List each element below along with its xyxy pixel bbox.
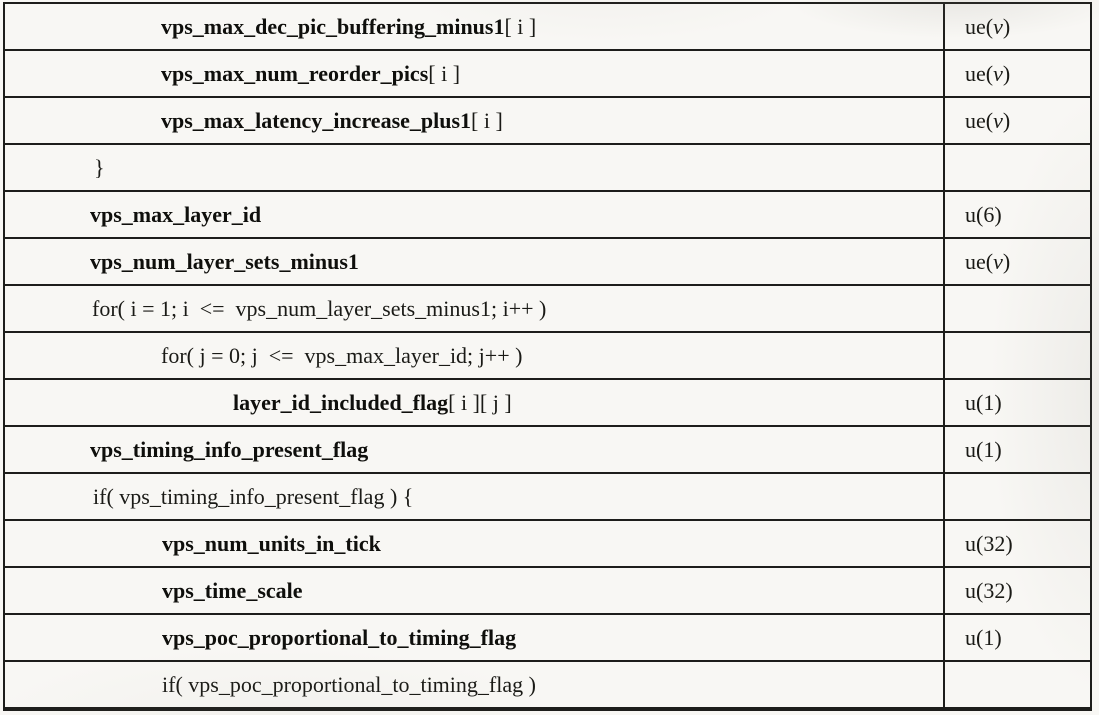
descriptor-cell: u(32): [943, 519, 1092, 568]
syntax-text: vps_time_scale: [162, 578, 303, 603]
syntax-text: vps_max_dec_pic_buffering_minus1[ i ]: [161, 14, 537, 39]
syntax-text: for( j = 0; j <= vps_max_layer_id; j++ ): [161, 343, 523, 368]
table-row: }: [3, 143, 1092, 192]
table-row: layer_id_included_flag[ i ][ j ] u(1): [3, 378, 1092, 427]
table-row: vps_max_dec_pic_buffering_minus1[ i ] ue(…: [3, 2, 1092, 51]
syntax-text: }: [94, 155, 105, 180]
syntax-text: vps_max_latency_increase_plus1[ i ]: [161, 108, 503, 133]
syntax-text: vps_timing_info_present_flag: [90, 437, 369, 462]
table-row: if( vps_poc_proportional_to_timing_flag …: [3, 660, 1092, 711]
syntax-cell: vps_max_layer_id: [3, 190, 945, 239]
descriptor-cell: [943, 331, 1092, 380]
descriptor-text: u(32): [965, 531, 1013, 556]
table-row: for( j = 0; j <= vps_max_layer_id; j++ ): [3, 331, 1092, 380]
descriptor-text: u(6): [965, 202, 1002, 227]
table-row: vps_max_layer_id u(6): [3, 190, 1092, 239]
syntax-text: vps_num_layer_sets_minus1: [90, 249, 359, 274]
descriptor-cell: ue(v): [943, 2, 1092, 51]
syntax-cell: vps_num_layer_sets_minus1: [3, 237, 945, 286]
descriptor-text: u(1): [965, 625, 1002, 650]
syntax-cell: }: [3, 143, 945, 192]
syntax-cell: vps_time_scale: [3, 566, 945, 615]
syntax-cell: vps_num_units_in_tick: [3, 519, 945, 568]
table-row: vps_num_layer_sets_minus1 ue(v): [3, 237, 1092, 286]
descriptor-cell: ue(v): [943, 237, 1092, 286]
syntax-cell: if( vps_poc_proportional_to_timing_flag …: [3, 660, 945, 711]
descriptor-text: ue(v): [965, 14, 1011, 39]
descriptor-cell: [943, 472, 1092, 521]
table-row: if( vps_timing_info_present_flag ) {: [3, 472, 1092, 521]
descriptor-cell: u(32): [943, 566, 1092, 615]
descriptor-cell: ue(v): [943, 96, 1092, 145]
syntax-cell: vps_max_dec_pic_buffering_minus1[ i ]: [3, 2, 945, 51]
descriptor-cell: u(6): [943, 190, 1092, 239]
descriptor-cell: u(1): [943, 425, 1092, 474]
descriptor-text: u(32): [965, 578, 1013, 603]
syntax-cell: if( vps_timing_info_present_flag ) {: [3, 472, 945, 521]
syntax-table: vps_max_dec_pic_buffering_minus1[ i ] ue(…: [3, 2, 1092, 711]
table-row: vps_poc_proportional_to_timing_flag u(1): [3, 613, 1092, 662]
syntax-table-body: vps_max_dec_pic_buffering_minus1[ i ] ue(…: [3, 2, 1092, 711]
syntax-text: if( vps_timing_info_present_flag ) {: [93, 484, 414, 509]
descriptor-cell: u(1): [943, 613, 1092, 662]
descriptor-cell: ue(v): [943, 49, 1092, 98]
syntax-text: layer_id_included_flag[ i ][ j ]: [233, 390, 512, 415]
descriptor-text: u(1): [965, 437, 1002, 462]
descriptor-cell: [943, 143, 1092, 192]
syntax-cell: vps_poc_proportional_to_timing_flag: [3, 613, 945, 662]
table-row: vps_num_units_in_tick u(32): [3, 519, 1092, 568]
descriptor-text: ue(v): [965, 61, 1011, 86]
syntax-text: vps_max_num_reorder_pics[ i ]: [161, 61, 461, 86]
descriptor-text: ue(v): [965, 249, 1011, 274]
syntax-cell: vps_max_num_reorder_pics[ i ]: [3, 49, 945, 98]
descriptor-cell: [943, 284, 1092, 333]
descriptor-cell: u(1): [943, 378, 1092, 427]
descriptor-cell: [943, 660, 1092, 711]
syntax-text: vps_num_units_in_tick: [162, 531, 381, 556]
syntax-cell: vps_max_latency_increase_plus1[ i ]: [3, 96, 945, 145]
syntax-text: if( vps_poc_proportional_to_timing_flag …: [162, 672, 536, 697]
syntax-cell: for( j = 0; j <= vps_max_layer_id; j++ ): [3, 331, 945, 380]
table-row: for( i = 1; i <= vps_num_layer_sets_minu…: [3, 284, 1092, 333]
descriptor-text: u(1): [965, 390, 1002, 415]
syntax-text: for( i = 1; i <= vps_num_layer_sets_minu…: [92, 296, 547, 321]
syntax-text: vps_max_layer_id: [90, 202, 262, 227]
table-row: vps_max_latency_increase_plus1[ i ] ue(v): [3, 96, 1092, 145]
syntax-text: vps_poc_proportional_to_timing_flag: [162, 625, 517, 650]
table-row: vps_max_num_reorder_pics[ i ] ue(v): [3, 49, 1092, 98]
syntax-cell: layer_id_included_flag[ i ][ j ]: [3, 378, 945, 427]
descriptor-text: ue(v): [965, 108, 1011, 133]
table-row: vps_timing_info_present_flag u(1): [3, 425, 1092, 474]
syntax-cell: for( i = 1; i <= vps_num_layer_sets_minu…: [3, 284, 945, 333]
table-row: vps_time_scale u(32): [3, 566, 1092, 615]
syntax-cell: vps_timing_info_present_flag: [3, 425, 945, 474]
